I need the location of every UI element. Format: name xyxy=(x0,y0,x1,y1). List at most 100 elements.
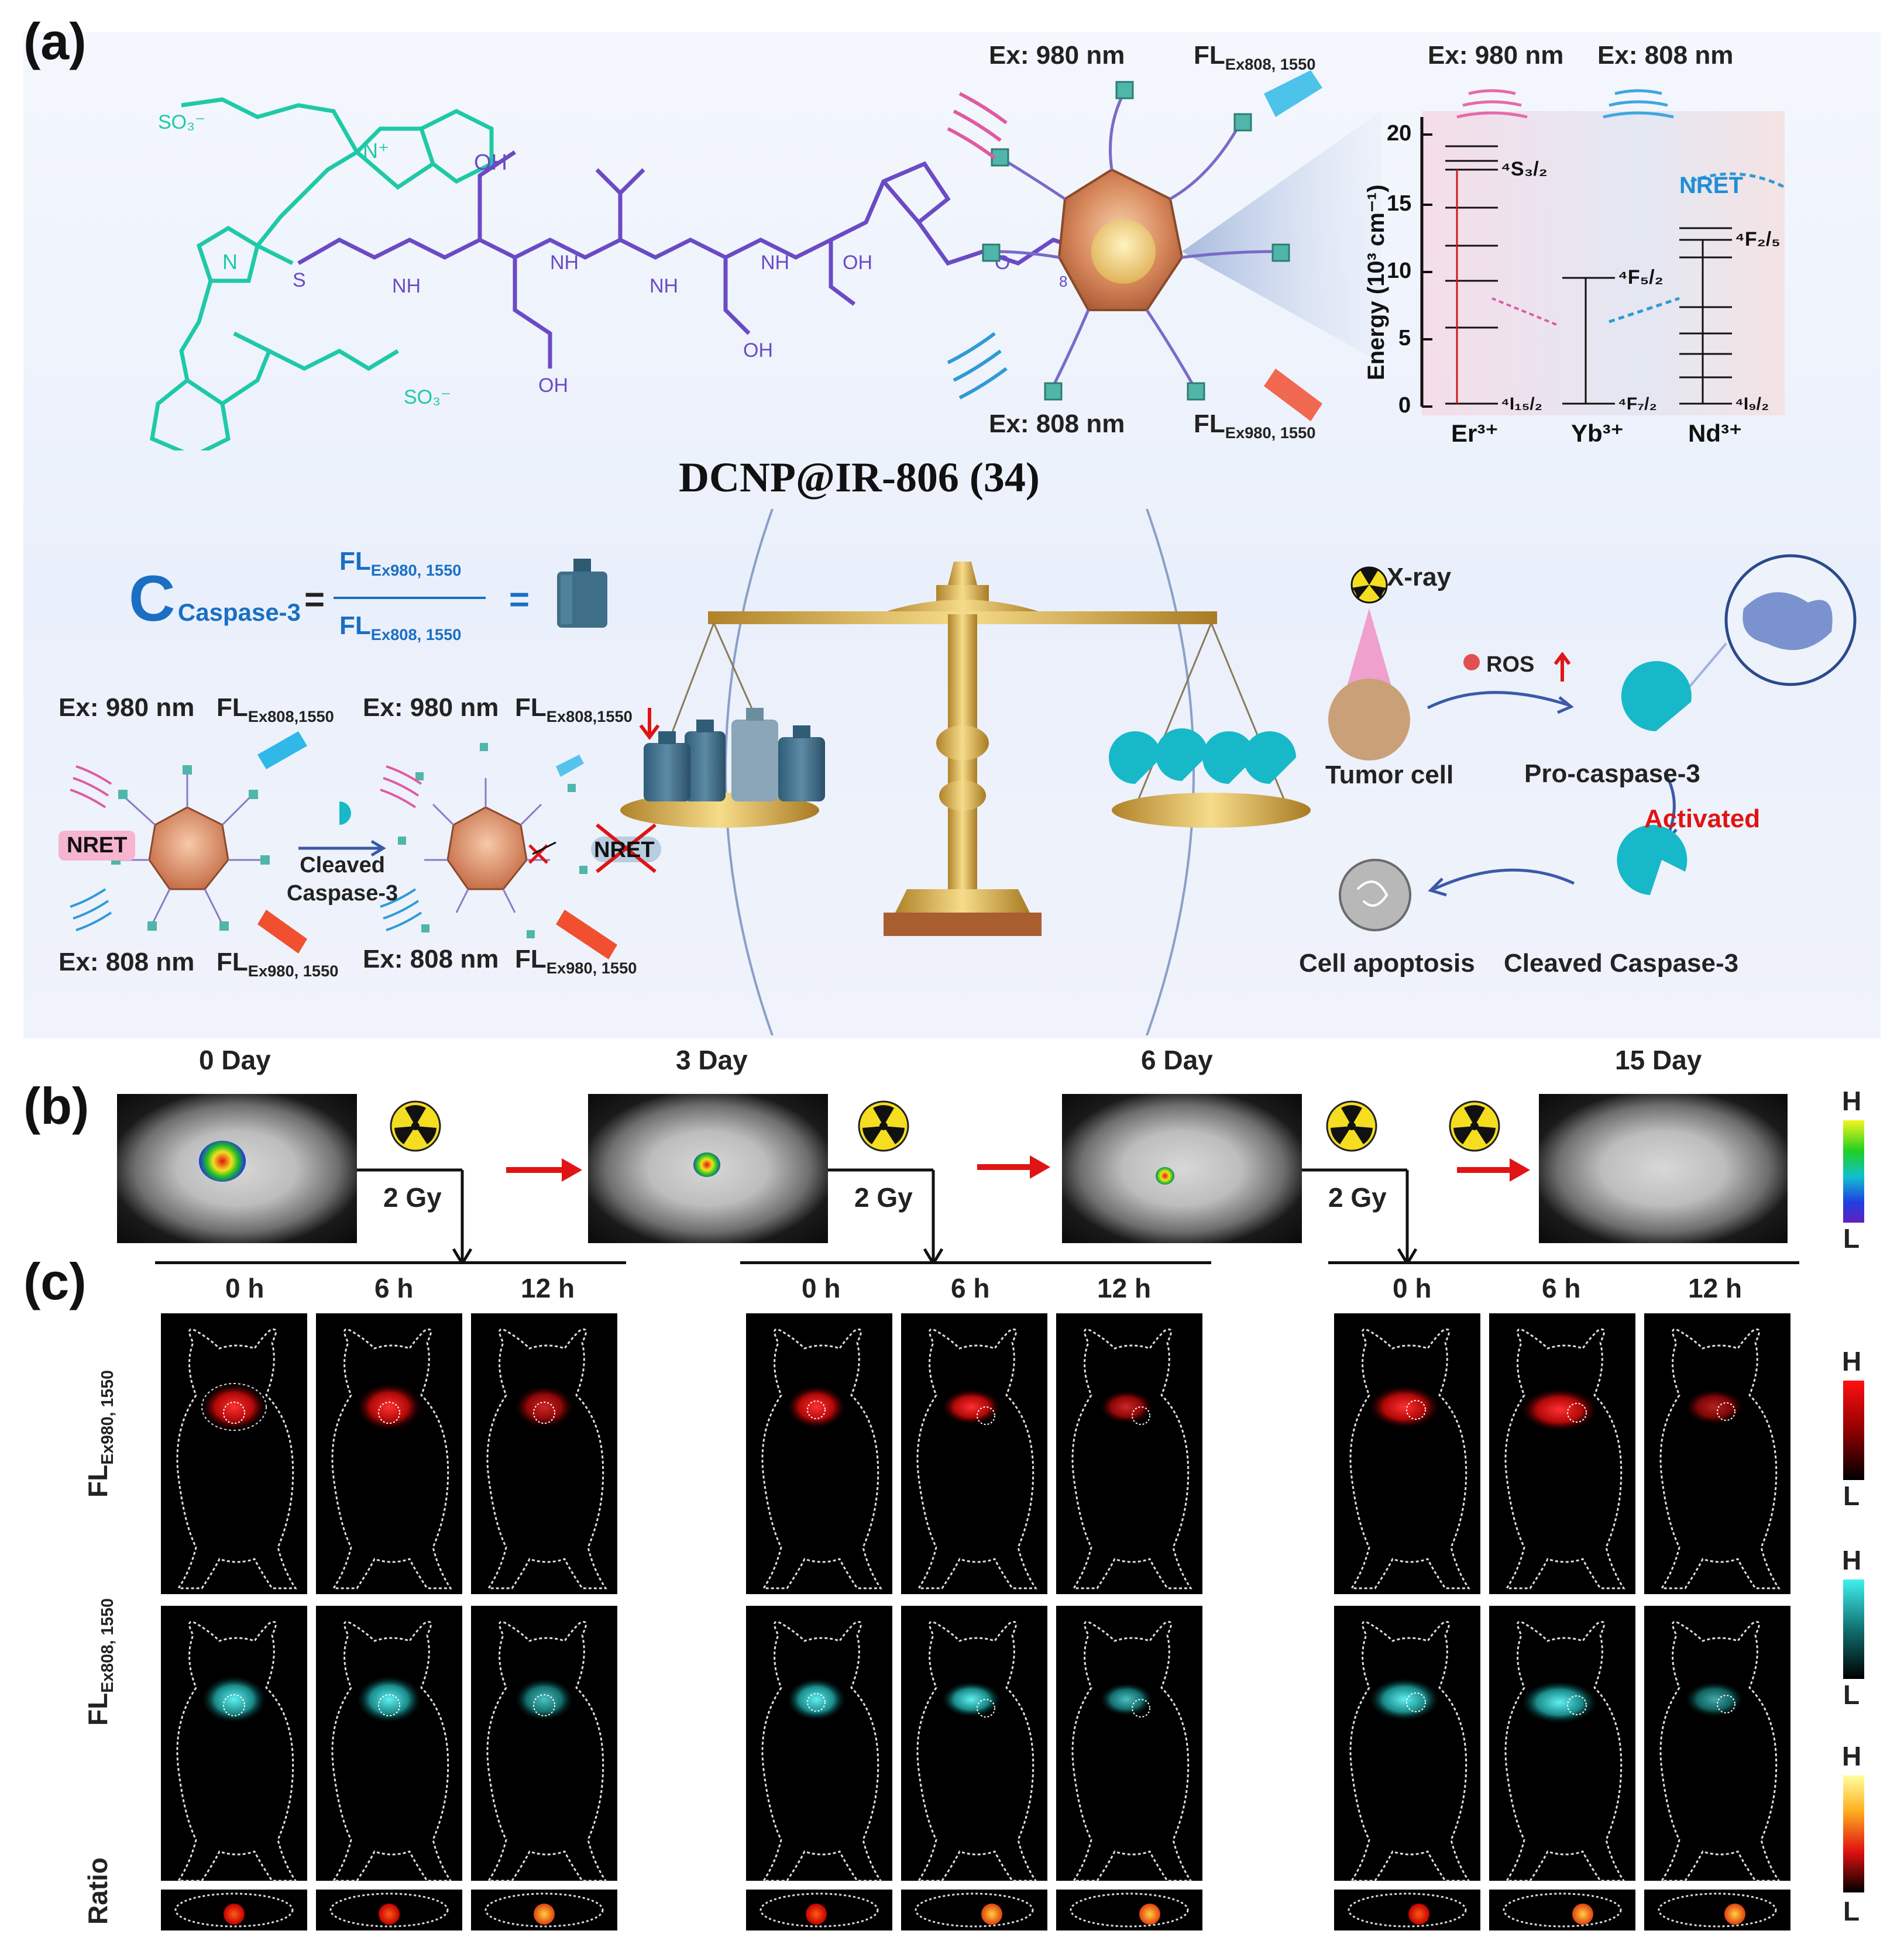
red-arrow-3 xyxy=(1457,1158,1530,1182)
row2-label-main: FL xyxy=(83,1692,113,1726)
bioluminescence-day6 xyxy=(1156,1167,1174,1185)
row3-ratio xyxy=(161,1890,1790,1930)
eq-num-sub: Ex980, 1550 xyxy=(370,560,462,579)
scale-c1-high: H xyxy=(1842,1346,1862,1376)
nret-label: NRET xyxy=(1679,173,1743,198)
apoptosis-arrow xyxy=(1432,868,1575,891)
chem-oh-2: OH xyxy=(843,252,872,274)
cleaved-caspase-icon xyxy=(1617,825,1688,895)
energy-ylabel: Energy (10³ cm⁻¹) xyxy=(1363,184,1389,380)
activate-arrow xyxy=(1663,771,1676,837)
nret-2-text: NRET xyxy=(594,838,655,862)
balance-scale xyxy=(620,562,1311,936)
cleave-arrowhead xyxy=(370,839,386,857)
np-ex980-label: Ex: 980 nm xyxy=(989,41,1125,70)
energy-level-diagram: 0 5 10 15 20 ⁴S₃/₂ ⁴F₅/₂ ⁴F₂/₅ ⁴I₁₅/₂ ⁴F… xyxy=(1363,89,1786,447)
ratio-equation: C Caspase-3 xyxy=(129,562,301,636)
day-15-label: 15 Day xyxy=(1615,1045,1702,1075)
scale-c3-high: H xyxy=(1842,1741,1862,1771)
apoptotic-cell-icon xyxy=(1339,859,1411,931)
ls-fl3: FLEx980, 1550 xyxy=(216,948,338,980)
level-i92: ⁴I₉/₂ xyxy=(1735,394,1769,414)
day-3-label: 3 Day xyxy=(676,1045,748,1075)
eq-denominator: FLEx808, 1550 xyxy=(339,611,461,644)
scale-frame xyxy=(724,509,1195,1035)
scale-b-bar xyxy=(1843,1120,1864,1223)
dose-2: 2 Gy xyxy=(854,1182,913,1213)
xray-label: X-ray xyxy=(1387,563,1452,591)
scale-b-high: H xyxy=(1842,1086,1862,1116)
radiation-group-2 xyxy=(828,1100,944,1264)
level-s32: ⁴S₃/₂ xyxy=(1501,158,1548,180)
chem-s: S xyxy=(293,269,306,291)
row1-group3 xyxy=(1334,1313,1790,1594)
ls-fl4-main: FL xyxy=(515,945,547,973)
nanoparticle-core xyxy=(1091,219,1156,284)
g2-time-6: 6 h xyxy=(951,1273,990,1303)
np-fl980-label: FLEx980, 1550 xyxy=(1194,409,1315,442)
np-fl980-sub: Ex980, 1550 xyxy=(1225,423,1316,442)
radiation-timeline xyxy=(357,1100,1530,1264)
ls-fl1: FLEx808,1550 xyxy=(216,693,334,726)
g3-time-6: 6 h xyxy=(1542,1273,1581,1303)
eq-c-sub: Caspase-3 xyxy=(177,598,301,626)
ex980-indicator xyxy=(1456,89,1528,119)
row2-group3 xyxy=(1334,1606,1790,1882)
row3-label: Ratio xyxy=(83,1857,113,1925)
np-fl808-sub: Ex808, 1550 xyxy=(1225,54,1316,73)
level-f25: ⁴F₂/₅ xyxy=(1735,228,1781,250)
caspase-small-icon xyxy=(339,801,351,825)
down-arrow-icon xyxy=(639,708,660,740)
caspase-pathway-graphic xyxy=(1617,554,1857,895)
fl808-beam xyxy=(1264,70,1322,117)
dye-heads xyxy=(982,81,1290,401)
ex808-waves xyxy=(947,332,1008,400)
energy-bg xyxy=(1422,111,1785,415)
row2-label: FLEx808, 1550 xyxy=(82,1598,118,1726)
ytick-15: 15 xyxy=(1387,191,1411,216)
row1-label: FLEx980, 1550 xyxy=(82,1370,118,1498)
mouse-day15 xyxy=(1539,1094,1788,1243)
g2-time-0: 0 h xyxy=(802,1273,841,1303)
eq-fraction-bar xyxy=(334,597,486,599)
scale-c1-low: L xyxy=(1843,1481,1860,1511)
ls-ex808-1: Ex: 808 nm xyxy=(59,948,195,976)
ls-fl3-main: FL xyxy=(216,948,248,976)
chem-oh-4: OH xyxy=(743,339,773,362)
chem-nh-1: NH xyxy=(392,275,421,297)
energy-ticks xyxy=(1422,133,1432,408)
scale-c2-bar xyxy=(1843,1579,1864,1679)
pro-caspase-icon xyxy=(1621,661,1692,731)
ls-ex808-2: Ex: 808 nm xyxy=(363,945,499,973)
ex980-waves xyxy=(947,92,1008,160)
ytick-5: 5 xyxy=(1398,326,1411,350)
np-fl808-main: FL xyxy=(1194,41,1225,70)
ls-fl2-sub: Ex808,1550 xyxy=(546,707,633,725)
dye-ligands xyxy=(994,92,1276,387)
dose-1: 2 Gy xyxy=(383,1182,442,1213)
chem-sulfo-2: SO₃⁻ xyxy=(404,386,451,408)
chem-oh-3: OH xyxy=(538,374,568,397)
bioluminescence-day0 xyxy=(199,1141,246,1182)
ion-yb: Yb³⁺ xyxy=(1571,419,1624,447)
ed-ex980-label: Ex: 980 nm xyxy=(1428,41,1564,70)
scale-c2-high: H xyxy=(1842,1545,1862,1575)
g1-time-12: 12 h xyxy=(521,1273,575,1303)
row1-label-sub: Ex980, 1550 xyxy=(98,1370,118,1465)
ytick-20: 20 xyxy=(1387,121,1411,146)
left-scheme-graphic xyxy=(70,731,661,959)
bioluminescence-day3 xyxy=(693,1152,720,1177)
imaging-grid xyxy=(161,1313,1790,1930)
ls-fl1-main: FL xyxy=(216,693,248,722)
np-fl808-label: FLEx808, 1550 xyxy=(1194,41,1315,74)
g3-time-12: 12 h xyxy=(1688,1273,1743,1303)
chem-peg-8: 8 xyxy=(1059,273,1067,290)
chem-sulfo-1: SO₃⁻ xyxy=(158,111,205,133)
timeline-bar-3 xyxy=(1328,1261,1799,1264)
ls-ex980-2: Ex: 980 nm xyxy=(363,693,499,722)
ls-fl4-sub: Ex980, 1550 xyxy=(546,958,637,977)
panel-c-letter: (c) xyxy=(23,1252,87,1310)
eq-equals-2: = xyxy=(509,580,530,619)
protein-structure xyxy=(1743,592,1833,651)
level-i152: ⁴I₁₅/₂ xyxy=(1501,394,1542,414)
